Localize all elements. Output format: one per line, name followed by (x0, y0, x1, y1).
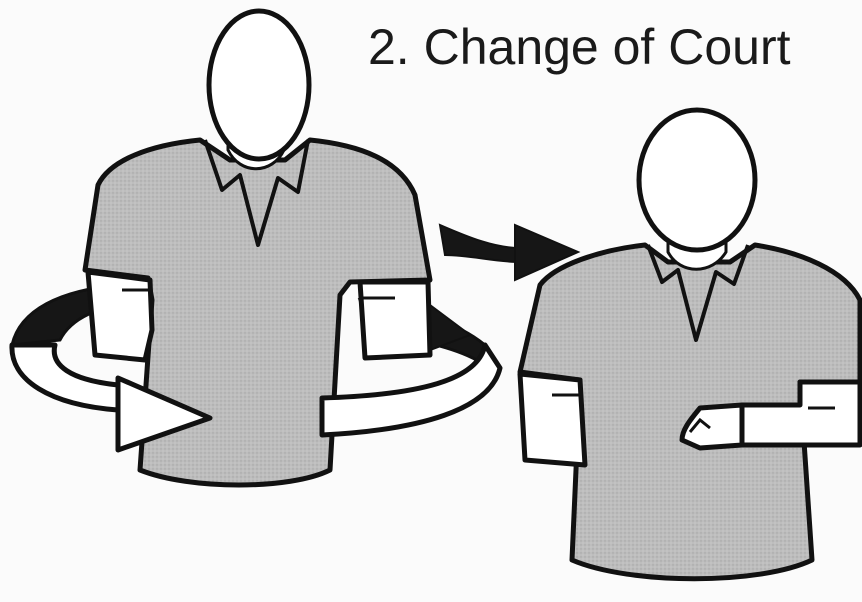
right-arm-a (520, 374, 585, 465)
official-left-figure (12, 11, 500, 485)
transition-arrow-shaft (440, 225, 520, 262)
left-arm-b (360, 282, 430, 358)
right-head (639, 110, 755, 250)
left-arm-a (88, 272, 152, 360)
official-right-figure (520, 110, 860, 579)
left-head (209, 11, 309, 159)
diagram-title: 2. Change of Court (368, 16, 791, 78)
